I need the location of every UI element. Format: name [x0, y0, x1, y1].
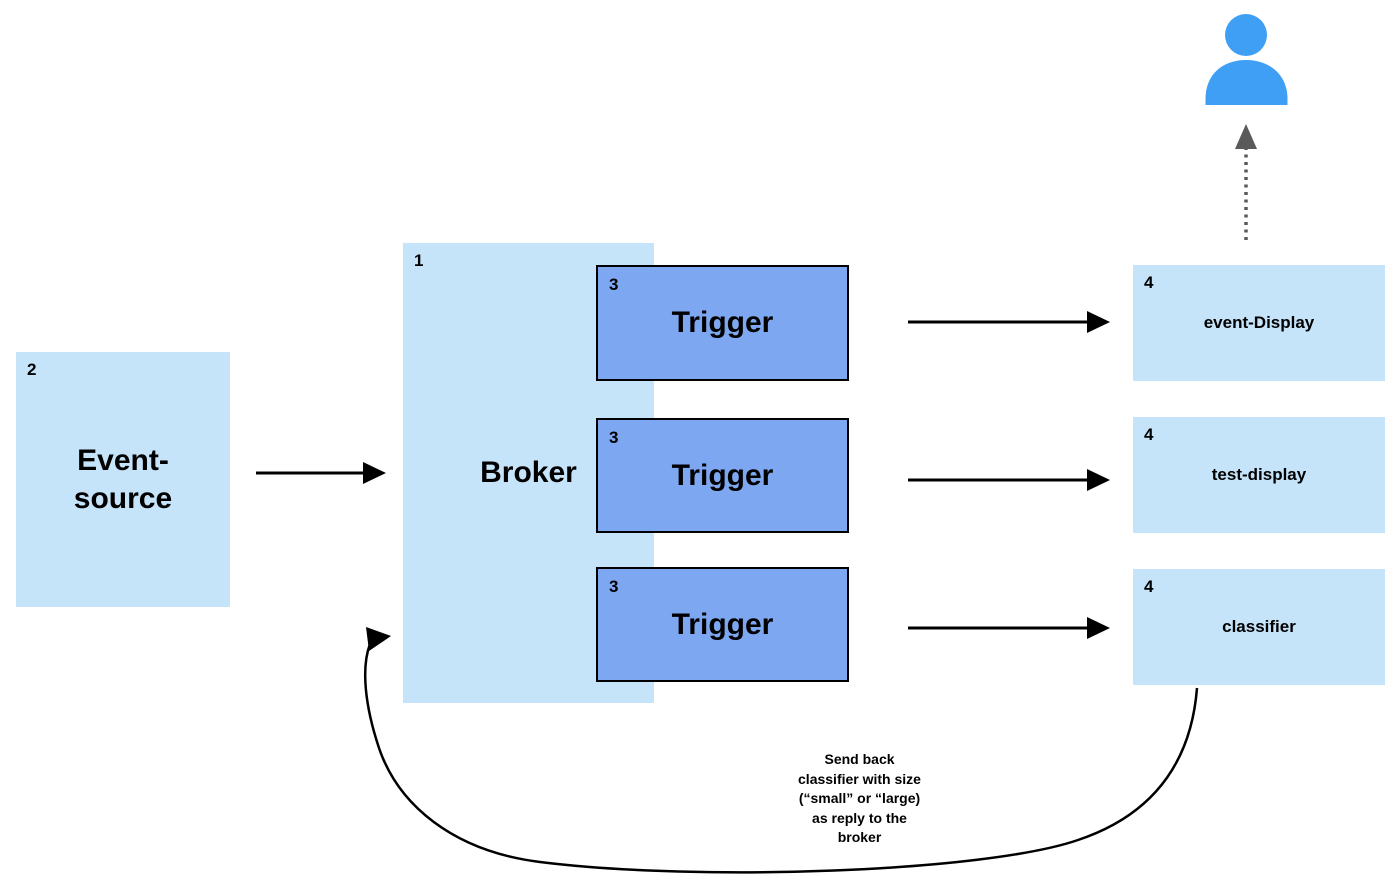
event-display-number: 4 [1144, 273, 1154, 292]
classifier-box: 4 classifier [1133, 569, 1385, 685]
arrow-trigger-top-to-event-display [908, 311, 1110, 333]
classifier-label: classifier [1222, 617, 1296, 636]
trigger-middle-number: 3 [609, 428, 619, 447]
event-display-label: event-Display [1203, 313, 1315, 332]
trigger-top-label: Trigger [671, 306, 774, 340]
broker-number: 1 [414, 251, 424, 270]
event-source-number: 2 [27, 360, 37, 379]
test-display-number: 4 [1144, 425, 1154, 444]
dashed-arrow-event-display-to-user [1235, 124, 1257, 240]
trigger-box-middle: 3 Trigger [596, 418, 849, 533]
trigger-middle-label: Trigger [671, 458, 774, 492]
reply-note: Send back classifier with size (“small” … [798, 751, 921, 846]
trigger-box-top: 3 Trigger [596, 265, 849, 381]
user-icon [1205, 14, 1288, 105]
arrow-trigger-middle-to-test-display [908, 469, 1110, 491]
event-display-box: 4 event-Display [1133, 265, 1385, 381]
event-source-box: 2 Event- source [16, 352, 230, 607]
trigger-bottom-label: Trigger [671, 607, 774, 641]
test-display-box: 4 test-display [1133, 417, 1385, 533]
trigger-top-number: 3 [609, 275, 619, 294]
arrow-trigger-bottom-to-classifier [908, 617, 1110, 639]
event-source-label: Event- source [73, 444, 173, 515]
arrow-event-source-to-broker [256, 462, 386, 484]
test-display-label: test-display [1211, 465, 1307, 484]
classifier-number: 4 [1144, 577, 1154, 596]
broker-label: Broker [480, 456, 577, 490]
trigger-bottom-number: 3 [609, 577, 619, 596]
trigger-box-bottom: 3 Trigger [596, 567, 849, 682]
